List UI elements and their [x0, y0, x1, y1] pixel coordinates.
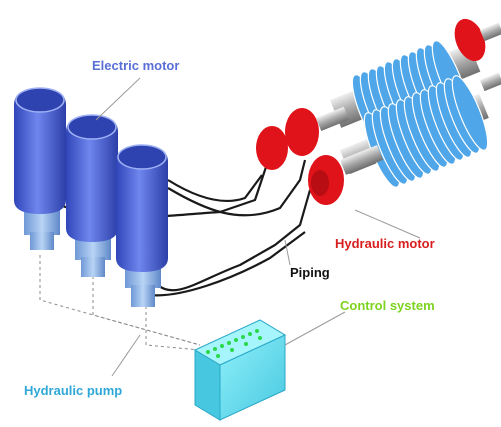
- label-hydraulic-motor: Hydraulic motor: [335, 236, 435, 251]
- end-cap-upper: [454, 18, 486, 62]
- leader-lines: [95, 77, 421, 377]
- spring-coil-lower: [363, 75, 489, 188]
- electric-motor-2: [66, 115, 118, 242]
- motor-pump-unit-3: [116, 144, 168, 307]
- motor-pump-unit-1: [14, 87, 66, 250]
- electric-motor-1: [14, 88, 66, 214]
- electric-motor-3: [116, 145, 168, 272]
- control-wiring: [39, 255, 201, 351]
- motor-pump-unit-2: [66, 114, 118, 277]
- label-hydraulic-pump: Hydraulic pump: [24, 383, 122, 398]
- hydraulic-motor-unit-lower: [308, 72, 501, 205]
- label-control-system: Control system: [340, 298, 435, 313]
- hydraulic-motor-red-upper-a: [285, 108, 319, 156]
- control-system-box: [193, 319, 287, 421]
- label-electric-motor: Electric motor: [92, 58, 179, 73]
- label-piping: Piping: [290, 265, 330, 280]
- hydraulic-motor-red-upper-b: [256, 126, 288, 170]
- control-panel-buttons: [206, 329, 262, 358]
- hydraulic-motor-hub: [311, 170, 329, 196]
